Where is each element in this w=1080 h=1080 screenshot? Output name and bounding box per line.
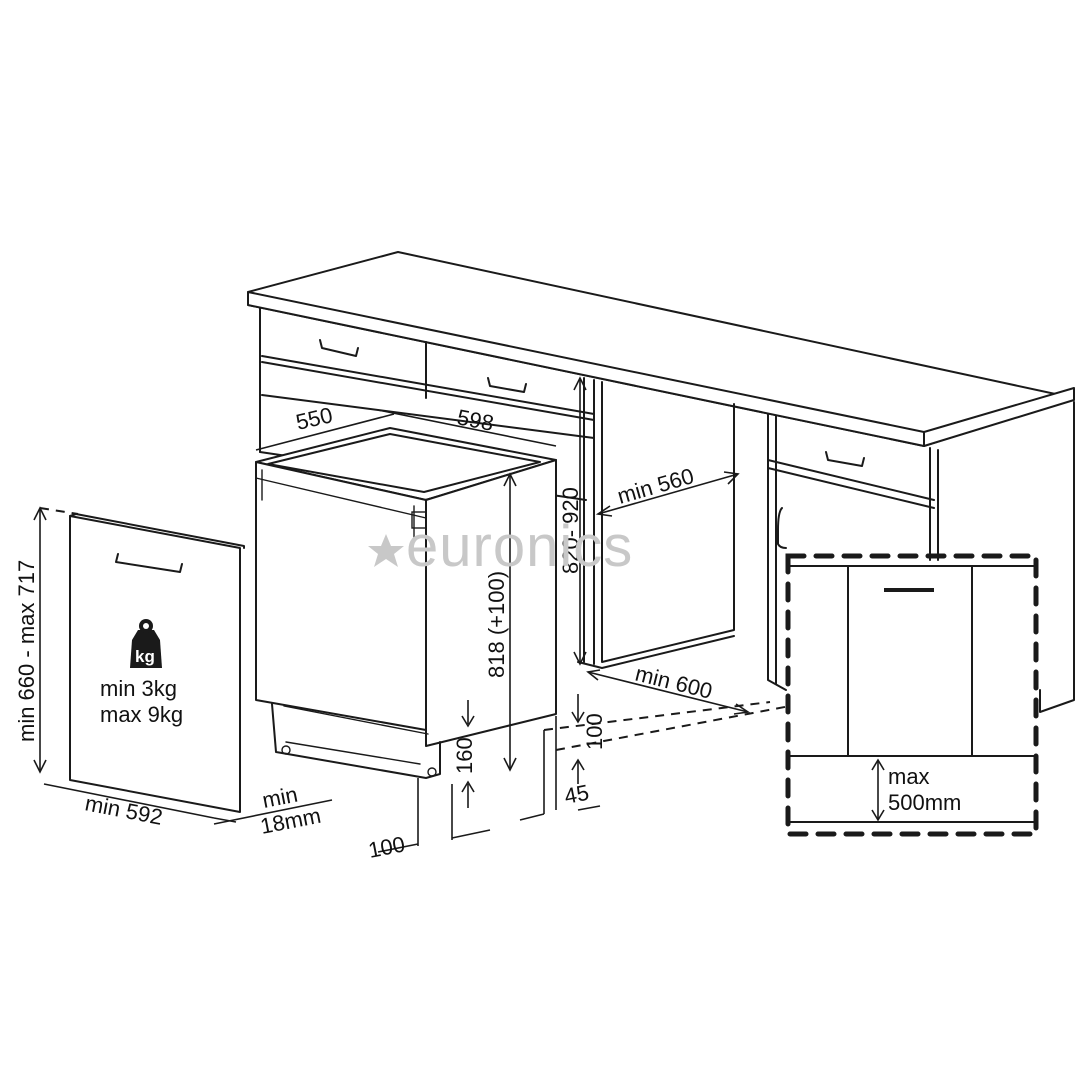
appliance-width-label: 598 <box>455 404 496 436</box>
niche-depth-label: min 600 <box>633 661 715 704</box>
dishwasher <box>255 427 557 779</box>
plinth-detail: max 500mm <box>785 553 1039 837</box>
plinth-max-label-line1: max <box>888 764 930 789</box>
niche-bottom-gap-label: 100 <box>582 713 607 750</box>
weight-icon: kg <box>130 619 162 668</box>
plinth-max-label-line2: 500mm <box>888 790 961 815</box>
door-height-label: min 660 - max 717 <box>14 560 39 742</box>
plinth-height-label: 160 <box>452 737 477 774</box>
kitchen-cabinets <box>247 251 1075 713</box>
plinth-offset-label: 100 <box>366 831 407 863</box>
weight-max-label: max 9kg <box>100 702 183 727</box>
foot-height-label: 45 <box>562 780 591 809</box>
star-icon <box>368 534 404 567</box>
appliance-depth-label: 550 <box>294 402 335 435</box>
door-panel: kg min 3kg max 9kg <box>69 513 245 813</box>
dimension-lines <box>33 376 791 853</box>
niche-width-label: min 560 <box>614 463 696 509</box>
weight-min-label: min 3kg <box>100 676 177 701</box>
appliance-height-label: 818 (+100) <box>484 571 509 678</box>
niche-height-label: 820- 920 <box>558 487 583 574</box>
watermark-text: euronics <box>406 514 633 579</box>
weight-badge-text: kg <box>135 647 155 666</box>
watermark: euronics <box>368 514 633 579</box>
